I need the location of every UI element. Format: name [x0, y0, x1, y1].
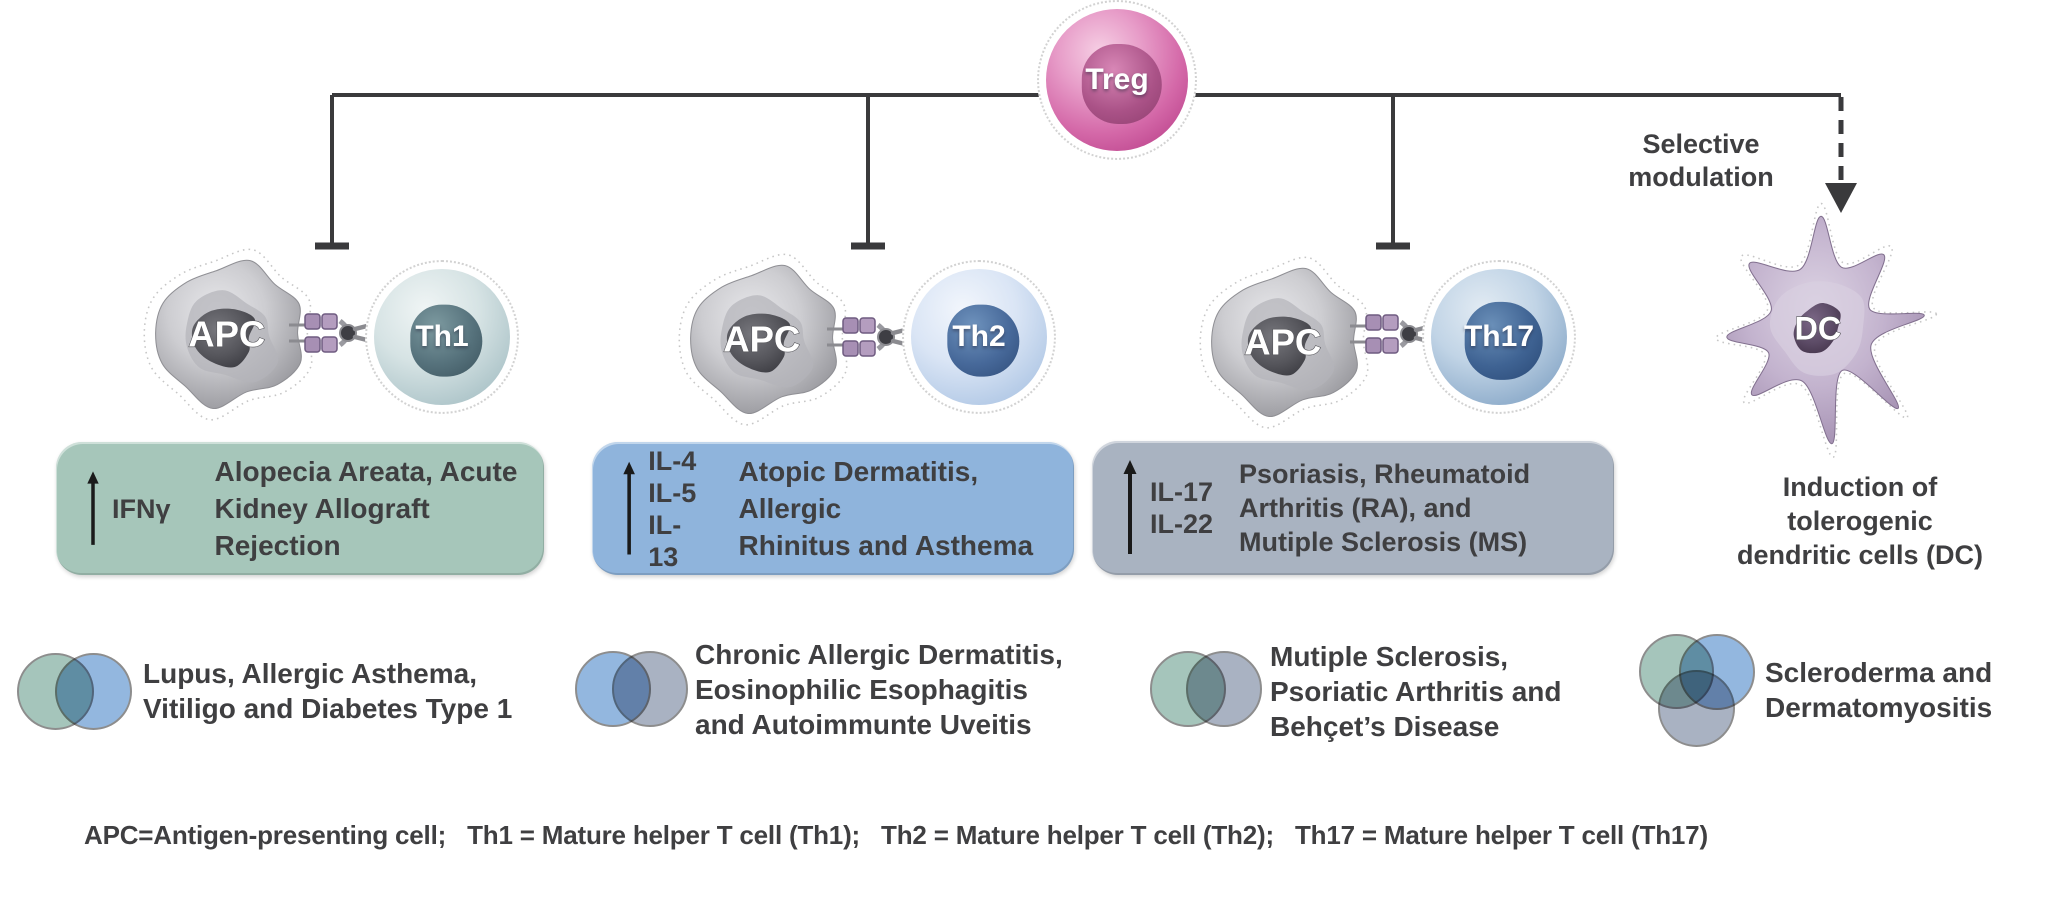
th2-diseases: Atopic Dermatitis, Allergic Rhinitus and…	[738, 456, 1034, 561]
venn2-circle-gray	[612, 651, 688, 727]
up-arrow-icon	[1123, 460, 1137, 554]
arrowhead	[1825, 183, 1857, 213]
up-arrow-icon	[87, 470, 99, 545]
dc-cell-instance	[1715, 202, 1938, 458]
selective-modulation-label: Selective modulation	[1628, 129, 1774, 192]
treg-cell: Treg	[1037, 0, 1197, 160]
th1-cytokines: IFNγ	[112, 493, 171, 524]
th1-diseases: Alopecia Areata, Acute Kidney Allograft …	[214, 456, 518, 561]
venn3-circle-gray	[1186, 651, 1262, 727]
venn3-diseases: Mutiple Sclerosis, Psoriatic Arthritis a…	[1270, 641, 1562, 742]
up-arrow-icon	[623, 461, 635, 555]
th1-cell: Th1	[365, 260, 519, 414]
th2-cell-label: Th2	[952, 320, 1006, 353]
th2-cytokines: IL-4 IL-5 IL-13	[648, 445, 697, 572]
th2-disease-box: IL-4 IL-5 IL-13 Atopic Dermatitis, Aller…	[592, 442, 1074, 575]
dc-caption: Induction of tolerogenic dendritic cells…	[1736, 472, 1984, 570]
abbreviation-legend: APC=Antigen-presenting cell; Th1 = Matur…	[84, 820, 1708, 850]
th1-disease-box: IFNγ Alopecia Areata, Acute Kidney Allog…	[56, 442, 544, 575]
th17-cell-label: Th17	[1463, 320, 1535, 353]
th17-diseases: Psoriasis, Rheumatoid Arthritis (RA), an…	[1239, 459, 1531, 557]
th2-cell: Th2	[902, 260, 1056, 414]
th1-cell-nucleus	[410, 304, 483, 377]
th17-disease-box: IL-17 IL-22 Psoriasis, Rheumatoid Arthri…	[1092, 441, 1614, 575]
th17-cell-nucleus	[1464, 301, 1543, 380]
th1-cell-label: Th1	[415, 320, 469, 353]
venn1-diseases: Lupus, Allergic Asthema, Vitiligo and Di…	[143, 658, 513, 724]
treg-cell-label: Treg	[1085, 63, 1149, 96]
th17-cytokines: IL-17 IL-22	[1150, 477, 1214, 539]
venn2-diseases: Chronic Allergic Dermatitis, Eosinophili…	[695, 639, 1063, 740]
treg-cell-nucleus	[1081, 44, 1162, 124]
venn1-circle-blue	[55, 653, 132, 730]
venn4-diseases: Scleroderma and Dermatomyositis	[1765, 657, 1993, 723]
th17-cell: Th17	[1422, 260, 1576, 414]
th2-cell-nucleus	[947, 304, 1020, 377]
venn4-circle-gray	[1658, 670, 1735, 747]
